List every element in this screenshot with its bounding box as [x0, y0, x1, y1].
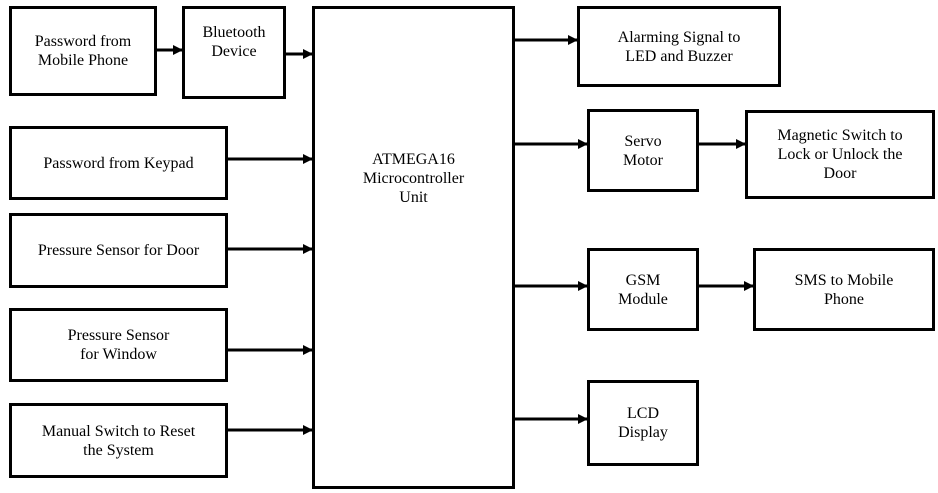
servo-motor-block: Servo Motor	[587, 109, 699, 192]
pressure-sensor-door-block: Pressure Sensor for Door	[9, 213, 228, 288]
atmega16-microcontroller-block: ATMEGA16 Microcontroller Unit	[312, 6, 515, 489]
password-from-mobile-phone-block: Password from Mobile Phone	[9, 6, 157, 96]
bluetooth-device-block: Bluetooth Device	[182, 6, 286, 99]
lcd-display-block: LCD Display	[587, 380, 699, 466]
magnetic-switch-block: Magnetic Switch to Lock or Unlock the Do…	[745, 110, 935, 199]
sms-to-mobile-phone-block: SMS to Mobile Phone	[753, 248, 935, 331]
gsm-module-block: GSM Module	[587, 248, 699, 331]
pressure-sensor-window-block: Pressure Sensor for Window	[9, 308, 228, 382]
password-from-keypad-block: Password from Keypad	[9, 126, 228, 200]
manual-reset-switch-block: Manual Switch to Reset the System	[9, 403, 228, 478]
alarming-signal-block: Alarming Signal to LED and Buzzer	[577, 6, 781, 87]
